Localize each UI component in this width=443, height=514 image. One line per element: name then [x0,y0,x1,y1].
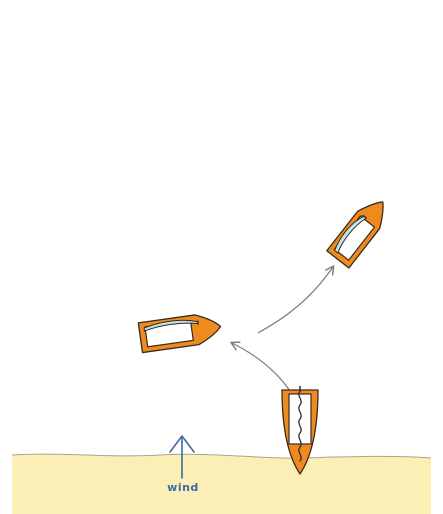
boat-underway [327,193,394,268]
wind-label: wind [163,481,203,495]
boat-turned [138,312,222,353]
beach [12,454,431,514]
boat-turned-mast [198,321,199,325]
path-arrow-1 [232,343,292,394]
path-arrow-2 [258,267,333,333]
